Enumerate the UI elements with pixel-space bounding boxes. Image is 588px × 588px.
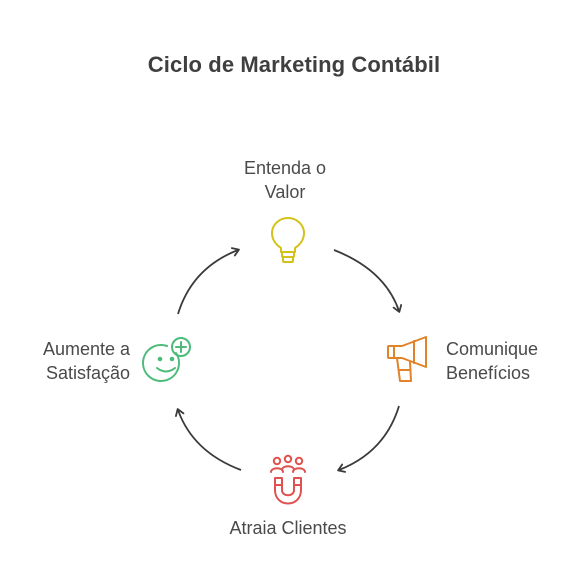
step-label-communicate-benefits: Comunique Benefícios	[446, 339, 539, 383]
magnet-people-icon	[270, 454, 306, 505]
arrow-bottom-to-left	[175, 408, 242, 471]
lightbulb-icon	[271, 217, 305, 263]
step-label-attract-clients: Atraia Clientes	[229, 518, 347, 538]
step-label-increase-satisfaction: Aumente a Satisfação	[42, 339, 130, 383]
step-label-understand-value: Entenda o Valor	[243, 158, 327, 202]
megaphone-icon	[387, 336, 427, 382]
arrow-left-to-top	[177, 247, 240, 315]
diagram-title: Ciclo de Marketing Contábil	[147, 52, 441, 77]
arrow-top-to-right	[333, 249, 403, 313]
arrow-right-to-bottom	[337, 405, 400, 473]
smile-plus-icon	[142, 337, 191, 382]
